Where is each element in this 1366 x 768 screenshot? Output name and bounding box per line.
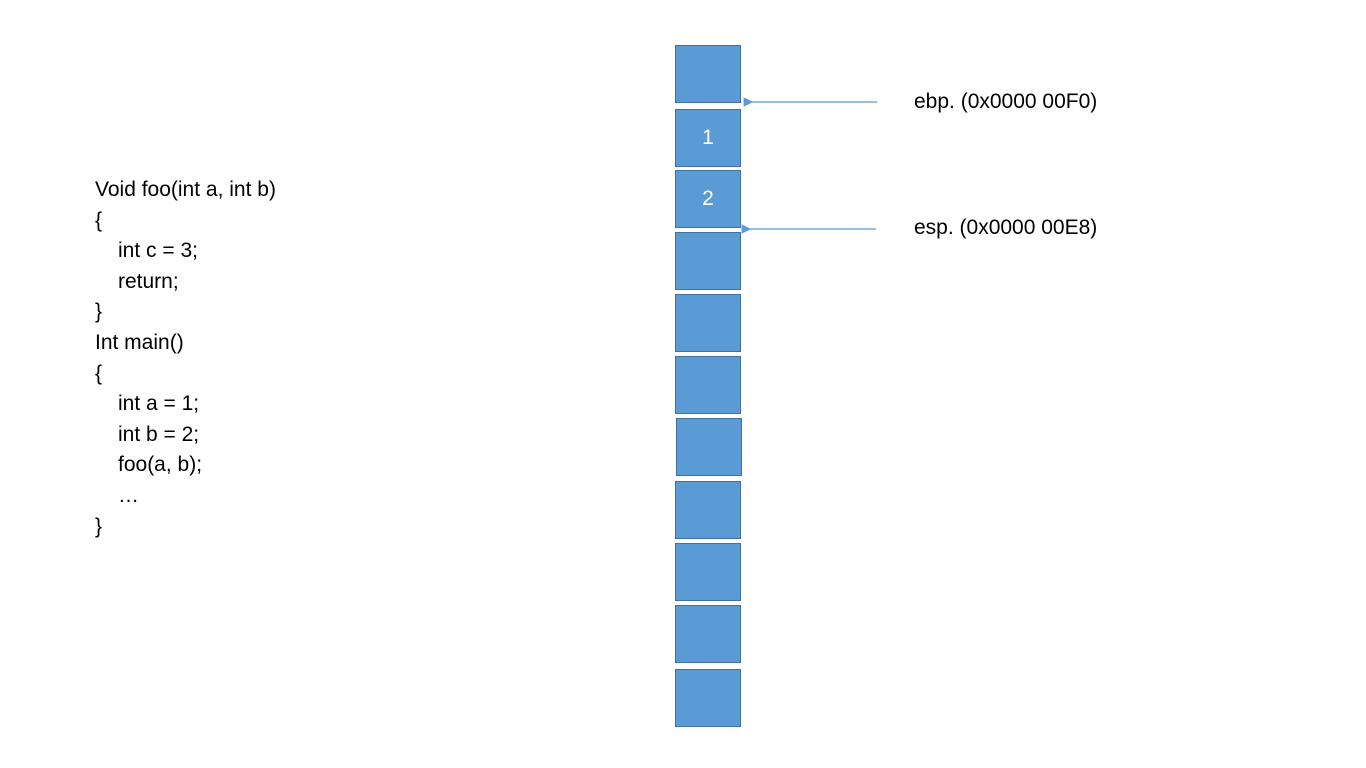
code-line: Void foo(int a, int b) [95,178,276,201]
code-line: Int main() [95,330,184,354]
code-line: { [95,208,103,232]
code-line: return; [118,269,179,293]
code-line: } [95,514,103,538]
esp-label: esp. (0x0000 00E8) [914,216,1098,239]
stack-slot [675,232,741,290]
code-line: int b = 2; [118,422,200,446]
code-line: int a = 1; [118,392,200,416]
stack-slot [675,356,741,414]
code-line: int c = 3; [118,239,198,263]
stack-slot: 2 [675,170,741,228]
stack-slot [675,605,741,663]
code-line: foo(a, b); [118,453,203,477]
code-listing: Void foo(int a, int b) { int c = 3; retu… [95,175,276,542]
ebp-label: ebp. (0x0000 00F0) [914,90,1098,113]
stack-slot [676,418,742,476]
code-line: } [95,300,103,324]
stack-slot [675,543,741,601]
stack-slot [675,669,741,727]
stack-slot [675,45,741,103]
stack-slot: 1 [675,108,741,167]
stack-slot [675,481,741,539]
code-line: { [95,361,103,385]
stack-slot [675,294,741,352]
code-line: … [118,483,139,507]
